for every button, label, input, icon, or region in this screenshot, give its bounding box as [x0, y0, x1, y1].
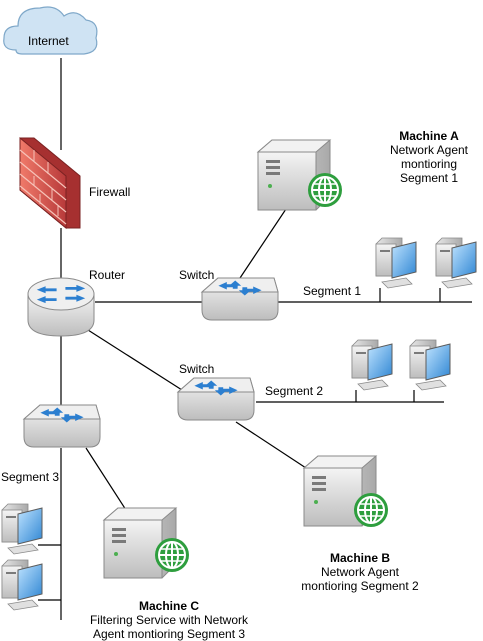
- workstation-seg3-b-icon: [1, 559, 43, 611]
- globe-machine-a-icon: [307, 172, 343, 208]
- switch-1-label: Switch: [179, 268, 215, 282]
- workstation-seg1-a-icon: [375, 237, 417, 289]
- machine-a-line2: montioring: [400, 157, 458, 171]
- workstation-seg3-a-icon: [1, 503, 43, 555]
- globe-machine-b-icon: [353, 492, 389, 528]
- machine-c-caption: Machine C Filtering Service with Network…: [80, 599, 258, 641]
- workstation-seg2-a-icon: [351, 339, 393, 391]
- connection-lines: [38, 58, 472, 620]
- switch-2-label: Switch: [179, 362, 215, 376]
- machine-a-line3: Segment 1: [399, 171, 459, 185]
- internet-label: Internet: [28, 34, 69, 48]
- workstation-seg2-b-icon: [409, 339, 451, 391]
- internet-cloud-icon: [3, 6, 98, 55]
- machine-b-line2: montioring Segment 2: [301, 579, 419, 593]
- machine-c-line1: Filtering Service with Network: [89, 613, 249, 627]
- router-icon: [27, 277, 95, 337]
- machine-b-caption: Machine B Network Agent montioring Segme…: [290, 551, 430, 593]
- switch-3-icon: [23, 404, 101, 448]
- firewall-label: Firewall: [89, 185, 131, 199]
- segment-1-label: Segment 1: [303, 284, 362, 298]
- machine-a-line1: Network Agent: [389, 143, 469, 157]
- machine-b-line1: Network Agent: [320, 565, 400, 579]
- firewall-icon: [19, 136, 81, 230]
- machine-c-line2: Agent montioring Segment 3: [92, 627, 246, 641]
- router-label: Router: [89, 268, 126, 282]
- segment-3-label: Segment 3: [1, 470, 60, 484]
- machine-b-title: Machine B: [329, 551, 390, 565]
- machine-c-title: Machine C: [138, 599, 199, 613]
- workstation-seg1-b-icon: [435, 237, 477, 289]
- globe-machine-c-icon: [154, 537, 190, 573]
- switch-1-icon: [201, 277, 279, 321]
- machine-a-title: Machine A: [399, 129, 459, 143]
- segment-2-label: Segment 2: [265, 384, 324, 398]
- machine-a-caption: Machine A Network Agent montioring Segme…: [374, 129, 483, 185]
- switch-2-icon: [177, 377, 255, 421]
